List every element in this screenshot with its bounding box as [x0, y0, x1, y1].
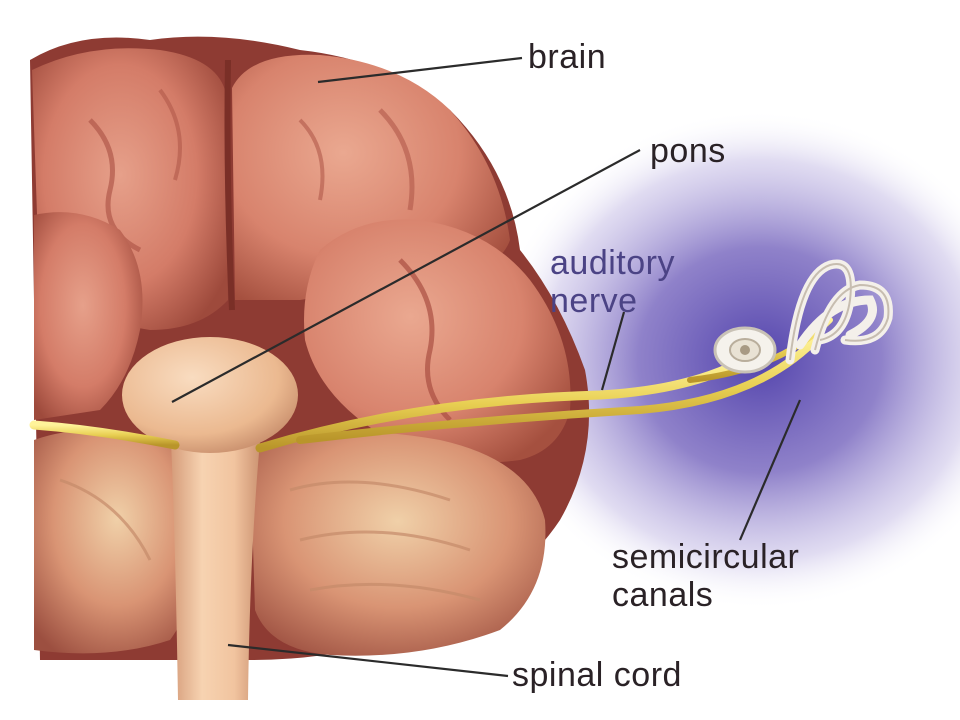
label-auditory-line2: nerve — [550, 282, 638, 320]
midline-fissure — [224, 59, 235, 311]
spinal-cord-leader — [227, 643, 509, 678]
label-auditory-line1: auditory — [550, 244, 675, 282]
label-semicircular-canals: semicircular canals — [612, 538, 799, 614]
cerebellum-right — [250, 432, 546, 656]
pons-leader — [171, 149, 641, 403]
vestibular-nerve — [296, 331, 824, 444]
label-pons: pons — [650, 132, 726, 170]
brain-leader — [317, 56, 523, 84]
label-semicircular-line2: canals — [612, 576, 714, 614]
spinal-cord — [170, 420, 262, 700]
bottom-strip — [0, 710, 960, 720]
auditory-nerve-leader — [600, 311, 626, 391]
pons — [122, 337, 298, 453]
left-temporal-lobe — [34, 212, 143, 420]
auditory-nerve-left — [29, 420, 180, 450]
label-spinal-cord: spinal cord — [512, 656, 682, 694]
label-semicircular-line1: semicircular — [612, 538, 800, 576]
label-brain: brain — [528, 38, 607, 76]
leader-lines — [171, 56, 802, 678]
cochlea — [713, 326, 777, 374]
label-auditory-nerve: auditory nerve — [550, 244, 675, 320]
semicircular-leader — [738, 399, 802, 541]
